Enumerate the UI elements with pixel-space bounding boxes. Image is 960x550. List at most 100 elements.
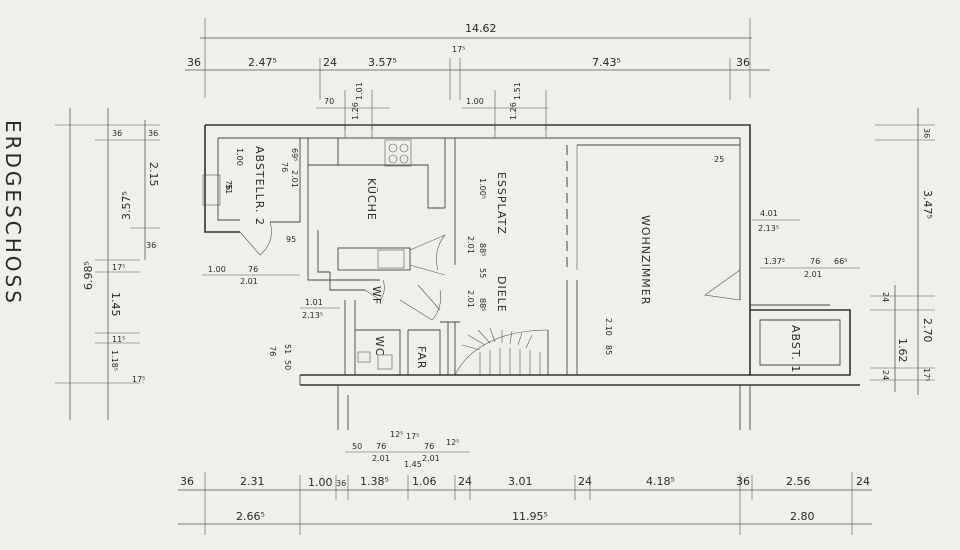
dim-bot-201b: 2.01 (422, 454, 440, 463)
dim-bot-76: 76 (376, 442, 386, 451)
dim-wz-25: 25 (714, 155, 724, 164)
left-dimension-chain: 6.98⁵ 3.57⁵ 36 36 2.15 36 17⁵ 1.45 11⁵ 1… (55, 108, 160, 420)
dim-right-270: 2.70 (921, 318, 934, 343)
dim-right-175: 17⁵ (922, 368, 931, 381)
room-label-kueche: KÜCHE (365, 178, 378, 221)
walls (202, 124, 860, 430)
room-label-far: FAR (415, 346, 428, 370)
dim-b1-301: 3.01 (508, 475, 533, 488)
dim-ess-885b: 88⁵ (478, 298, 487, 311)
dim-abst2-76b: 76 (280, 162, 289, 172)
dim-win-126a: 1.26 (351, 102, 360, 120)
dim-b2-2665: 2.66⁵ (236, 510, 265, 523)
dim-abst2-95: 95 (286, 235, 296, 244)
dim-abst2-51: 51 (224, 184, 233, 194)
dim-b1-256: 2.56 (786, 475, 811, 488)
dim-wz-1375: 1.37⁵ (764, 257, 785, 266)
dim-win-151: 1.51 (513, 82, 522, 100)
dim-top-36b: 36 (736, 56, 750, 69)
dim-win-100: 1.00 (466, 97, 484, 106)
dim-abst2-100: 1.00 (235, 148, 244, 166)
dim-ess-55: 55 (478, 268, 487, 278)
dim-wc-51: 51 (283, 344, 292, 354)
dim-b1-4185: 4.18⁵ (646, 475, 675, 488)
dim-abst2-76a: 76 (224, 180, 233, 190)
bottom-dimension-chain-1: 36 2.31 1.00 36 1.38⁵ 1.06 24 3.01 24 4.… (178, 472, 872, 535)
dim-left-215: 2.15 (147, 162, 160, 187)
dim-top-24: 24 (323, 56, 337, 69)
dim-bot-50: 50 (352, 442, 362, 451)
dim-top-36a: 36 (187, 56, 201, 69)
room-label-wf: WF (370, 286, 383, 305)
dim-wz-2135: 2.13⁵ (758, 224, 779, 233)
dim-bot-145: 1.45 (404, 460, 422, 469)
dim-top-7435: 7.43⁵ (592, 56, 621, 69)
room-labels: ABSTELLR. 2 KÜCHE ESSPLATZ DIELE WOHNZIM… (253, 146, 802, 373)
room-label-abst1: ABST. 1 (789, 325, 802, 373)
dim-b1-36b: 36 (336, 479, 346, 488)
dim-left-1185: 1.18⁵ (110, 350, 119, 371)
dim-top-3575: 3.57⁵ (368, 56, 397, 69)
dim-ess-885: 88⁵ (478, 243, 487, 256)
dim-win-101: 1.01 (355, 82, 364, 100)
dim-wc-50: 50 (283, 360, 292, 370)
dim-wz-401: 4.01 (760, 209, 778, 218)
room-label-abstell2: ABSTELLR. 2 (253, 146, 266, 226)
dim-top-total: 14.62 (465, 22, 497, 35)
dim-b1-1385: 1.38⁵ (360, 475, 389, 488)
bottom-opening-dimensions: 50 76 12⁵ 2.01 17⁵ 1.45 76 12⁵ 2.01 (345, 430, 470, 469)
dim-wz-665: 66⁵ (834, 257, 847, 266)
dim-left-36b: 36 (148, 129, 158, 138)
dim-left-175: 17⁵ (112, 263, 125, 272)
dim-right-24: 24 (881, 292, 890, 302)
window-dimensions-top: 70 1.01 1.26 1.00 1.51 1.26 (316, 82, 548, 130)
dim-right-24b: 24 (881, 370, 890, 380)
dim-ess-201: 2.01 (466, 236, 475, 254)
dim-bot-125b: 12⁵ (446, 438, 459, 447)
dim-bot-125: 12⁵ (390, 430, 403, 439)
dim-left-175b: 17⁵ (132, 375, 145, 384)
bottom-dimension-chain-2: 2.66⁵ 11.95⁵ 2.80 (178, 510, 872, 525)
dim-b1-231: 2.31 (240, 475, 265, 488)
room-label-wc: WC (373, 336, 386, 357)
dim-wz-76: 76 (810, 257, 820, 266)
dim-abst2-201: 2.01 (290, 170, 299, 188)
dim-ess-1005: 1.00⁵ (478, 178, 487, 199)
dim-abst2-695: 69⁵ (290, 148, 299, 161)
dim-b2-11955: 11.95⁵ (512, 510, 548, 523)
dim-win-70: 70 (324, 97, 334, 106)
dim-wz-201: 2.01 (804, 270, 822, 279)
dim-wc-76: 76 (268, 346, 277, 356)
room-label-essplatz: ESSPLATZ (495, 172, 508, 235)
dim-wz-85: 85 (604, 345, 613, 355)
dim-top-2475: 2.47⁵ (248, 56, 277, 69)
interior-dimensions: 1.00 76 51 69⁵ 76 2.01 95 1.00 76 2.01 1… (202, 148, 860, 370)
right-dimension-chain: 36 3.47⁵ 2.70 24 1.62 24 17⁵ (870, 108, 935, 395)
dim-win-126b: 1.26 (509, 102, 518, 120)
dim-b1-106: 1.06 (412, 475, 437, 488)
dim-left-36a: 36 (112, 129, 122, 138)
dim-bot-76b: 76 (424, 442, 434, 451)
dim-right-36: 36 (922, 128, 931, 138)
dim-left-total: 6.98⁵ (82, 261, 95, 290)
dim-top-175: 17⁵ (452, 45, 465, 54)
dim-wf-101: 1.01 (305, 298, 323, 307)
dim-left-115: 11⁵ (112, 335, 125, 344)
dim-b1-24c: 24 (856, 475, 870, 488)
dim-b1-100: 1.00 (308, 476, 333, 489)
dim-door-76: 76 (248, 265, 258, 274)
dim-left-3575: 3.57⁵ (120, 191, 133, 220)
dim-b1-24b: 24 (578, 475, 592, 488)
dim-b1-36: 36 (180, 475, 194, 488)
dim-wz-210: 2.10 (604, 318, 613, 336)
dim-bot-201: 2.01 (372, 454, 390, 463)
dim-right-3475: 3.47⁵ (921, 190, 934, 219)
room-label-wohnzimmer: WOHNZIMMER (639, 215, 652, 305)
dim-door-201: 2.01 (240, 277, 258, 286)
dim-left-36c: 36 (146, 241, 156, 250)
dim-b1-24: 24 (458, 475, 472, 488)
dim-left-145: 1.45 (109, 292, 122, 317)
dim-right-162: 1.62 (896, 338, 909, 363)
dim-wf-2135: 2.13⁵ (302, 311, 323, 320)
